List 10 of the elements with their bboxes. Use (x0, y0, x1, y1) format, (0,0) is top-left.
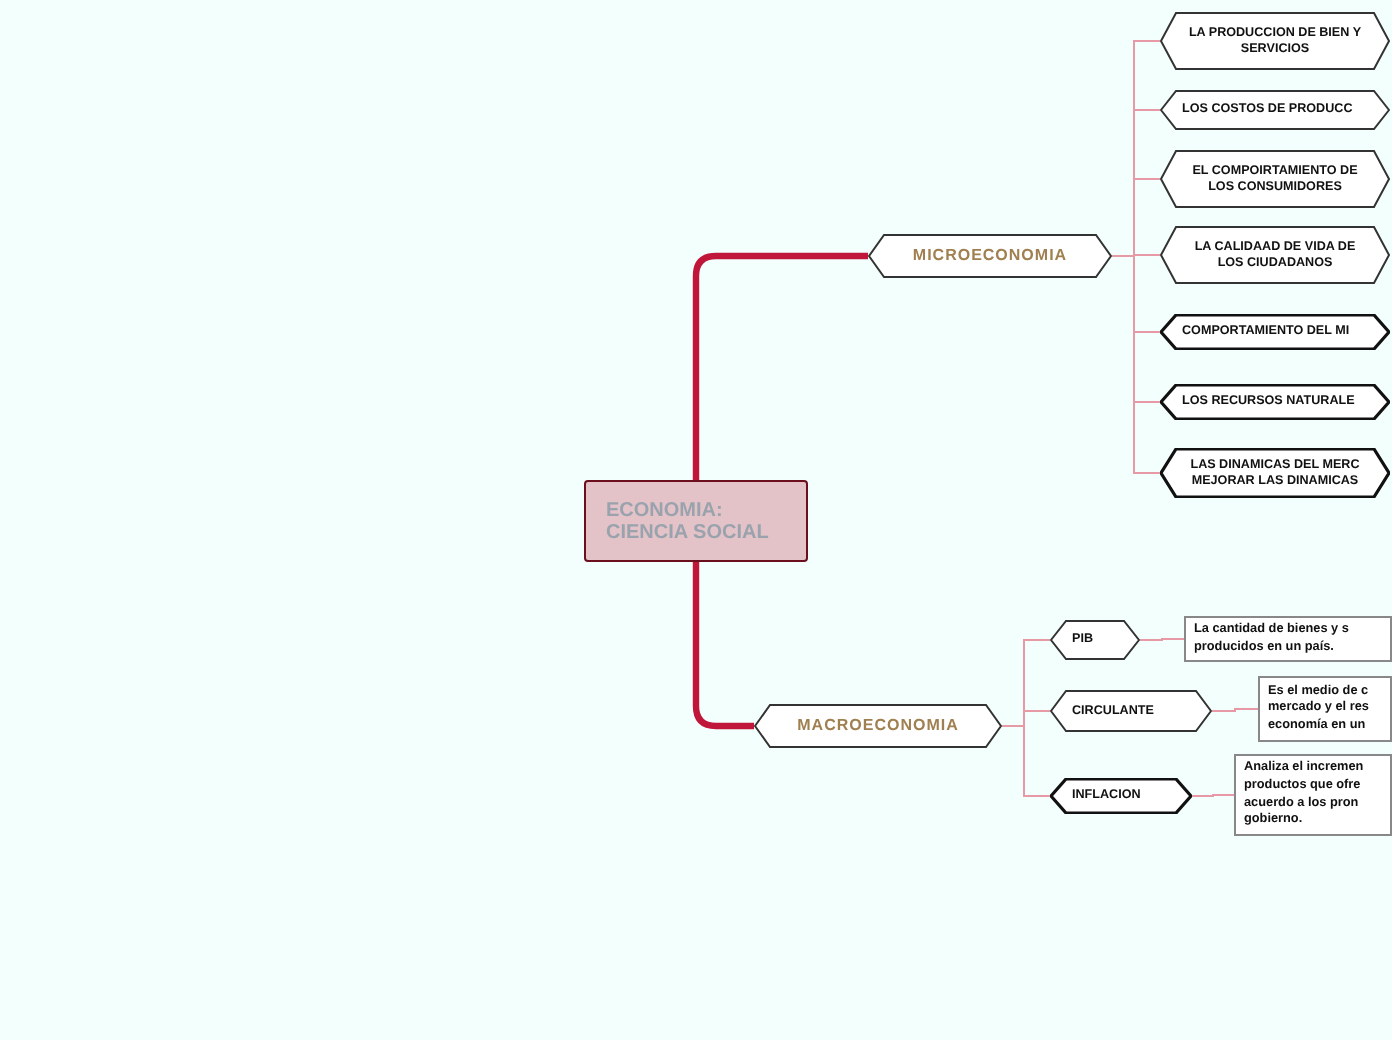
topic-hexagon: MACROECONOMIA (754, 704, 1002, 748)
connector-line (1191, 794, 1235, 797)
connector-line (692, 562, 754, 730)
connector-line (1111, 255, 1161, 474)
connector-line (692, 252, 868, 480)
connector-line (1211, 708, 1259, 712)
central-topic-box: ECONOMIA: CIENCIA SOCIAL (584, 480, 808, 562)
connector-line (1139, 638, 1185, 641)
topic-hexagon: MICROECONOMIA (868, 234, 1112, 278)
connector-line (1001, 725, 1051, 797)
